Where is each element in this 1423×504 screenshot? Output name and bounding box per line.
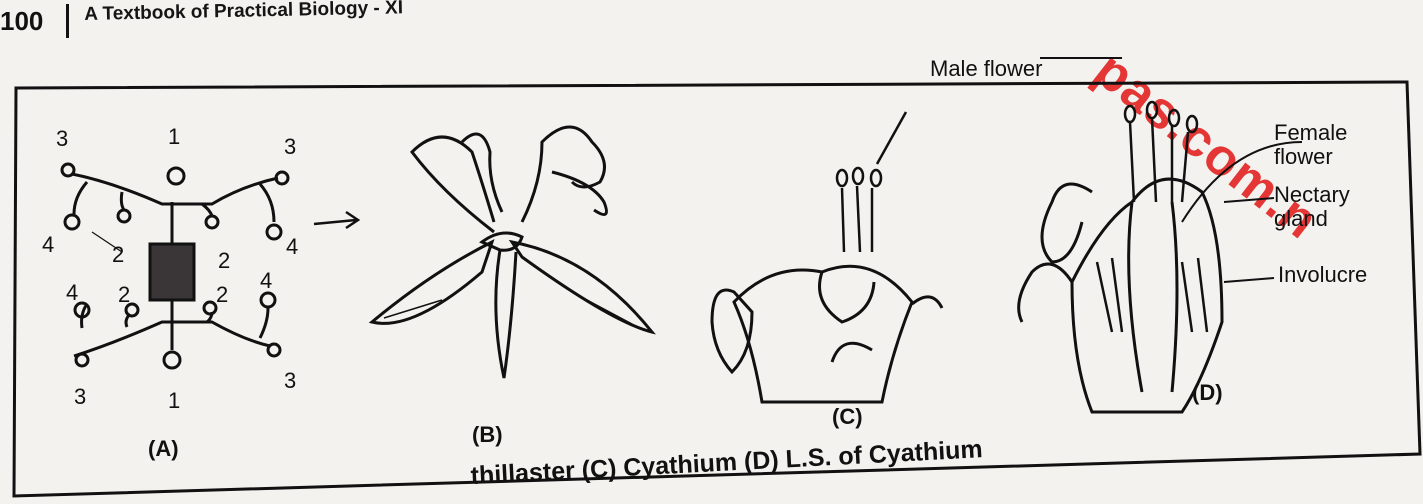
header-divider [66,4,69,38]
number-top-left-3: 3 [56,126,68,151]
number-bottom-1: 1 [168,388,180,413]
central-gland [150,244,194,300]
arrow-icon [314,212,358,228]
number-top-right-3: 3 [284,134,296,159]
panel-d-label: (D) [1192,380,1223,405]
panel-c-drawing [712,112,942,402]
panel-c-label: (C) [832,404,863,429]
page-number: 100 [0,6,43,37]
page-header: 100 A Textbook of Practical Biology - XI [0,0,600,40]
circle-bottom [164,352,180,368]
panel-a-diagram [62,164,288,368]
number-bottom-right-3: 3 [284,368,296,393]
label-female-flower-line1: Female [1274,120,1347,145]
number-left-2: 2 [112,242,124,267]
number-right-4: 4 [286,234,298,259]
label-nectary-line2: gland [1274,206,1328,231]
number-lower-left-4: 4 [66,280,78,305]
label-nectary-line1: Nectary [1274,182,1350,207]
panel-b-drawing [372,127,652,378]
number-lower-right-2: 2 [216,282,228,307]
number-left-4: 4 [42,232,54,257]
number-bottom-left-3: 3 [74,384,86,409]
label-male-flower: Male flower [930,56,1042,81]
number-lower-left-2: 2 [118,282,130,307]
number-lower-right-4: 4 [260,268,272,293]
number-right-2: 2 [218,248,230,273]
circle-top [168,168,184,184]
label-female-flower-line2: flower [1274,144,1333,169]
panel-d-drawing [1019,58,1302,412]
panel-a-label: (A) [148,436,179,461]
panel-b-label: (B) [472,422,503,447]
label-involucre: Involucre [1278,262,1367,287]
figure: 1 3 3 4 4 2 2 4 2 2 4 3 1 3 (A) (B) [12,82,1423,502]
book-title: A Textbook of Practical Biology - XI [84,0,403,26]
number-top-1: 1 [168,124,180,149]
